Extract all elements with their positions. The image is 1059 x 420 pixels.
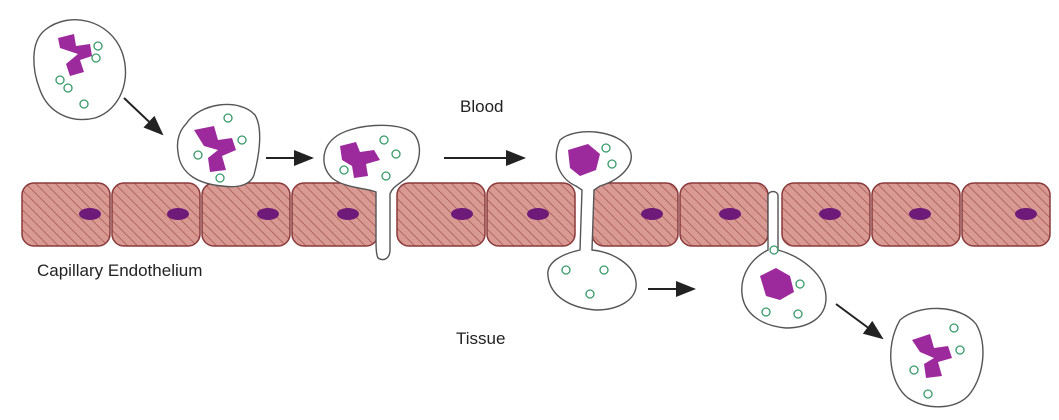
nucleus-icon: [257, 208, 279, 220]
leukocyte-icon: [547, 131, 637, 311]
arrow-icon: [835, 303, 884, 340]
endothelial-cell-icon: [591, 182, 679, 247]
arrows: [123, 97, 884, 340]
endothelial-nuclei: [79, 208, 1037, 220]
blood-label: Blood: [460, 97, 504, 116]
leukocyte-icon: [890, 307, 984, 408]
nucleus-icon: [819, 208, 841, 220]
nucleus-icon: [719, 208, 741, 220]
nucleus-icon: [1015, 208, 1037, 220]
endothelial-cell-icon: [961, 182, 1051, 247]
leukocyte-icon: [176, 103, 261, 188]
leukocyte-icon: [741, 190, 827, 329]
leukocyte-icon: [323, 124, 421, 261]
endothelial-cell-icon: [291, 182, 379, 247]
endothelial-cell-icon: [111, 182, 201, 247]
nucleus-icon: [337, 208, 359, 220]
nucleus-icon: [641, 208, 663, 220]
nucleus-icon: [451, 208, 473, 220]
capillary-endothelium-label: Capillary Endothelium: [37, 261, 203, 280]
nucleus-icon: [79, 208, 101, 220]
nucleus-icon: [527, 208, 549, 220]
leukocyte-icon: [33, 18, 127, 121]
endothelial-cell-icon: [396, 182, 486, 247]
capillary-endothelium: [21, 182, 1051, 247]
nucleus-icon: [167, 208, 189, 220]
arrow-icon: [123, 97, 164, 136]
tissue-label: Tissue: [456, 329, 506, 348]
nucleus-icon: [909, 208, 931, 220]
endothelial-cell-icon: [21, 182, 111, 247]
